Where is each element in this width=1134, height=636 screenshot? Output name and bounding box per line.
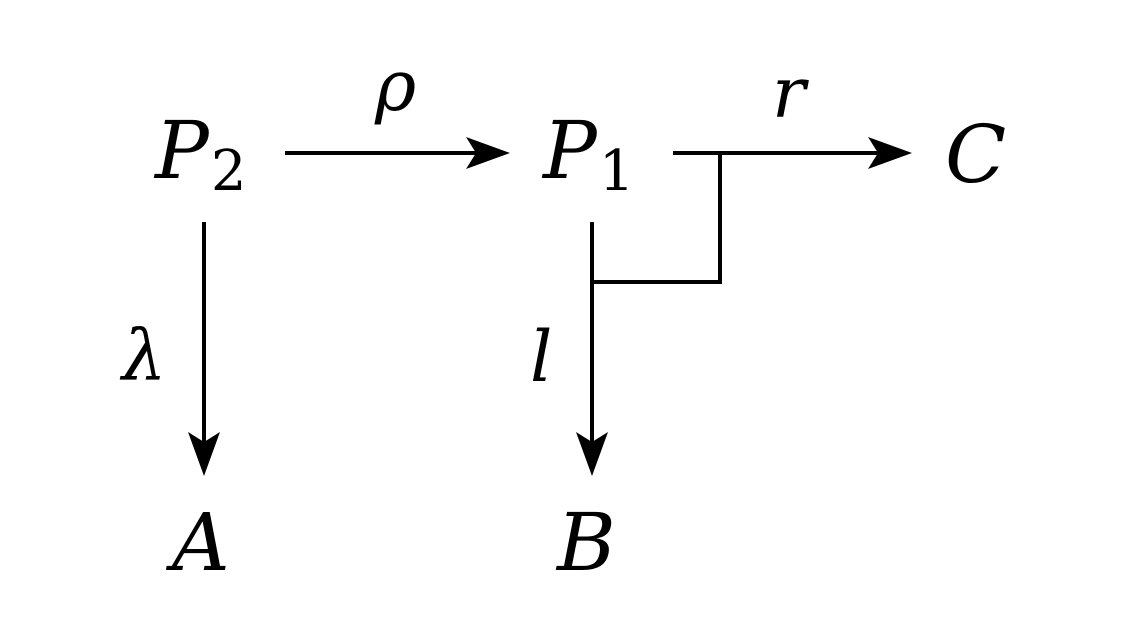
node-c: C	[945, 108, 1006, 201]
node-a: A	[165, 496, 230, 589]
pullback-corner-marker	[592, 153, 722, 284]
node-p1: P1	[541, 104, 634, 204]
edge-l-label: l	[530, 316, 552, 398]
edge-lambda-label: λ	[119, 315, 166, 397]
edge-lambda-arrowhead	[188, 432, 220, 476]
edge-rho-label: ρ	[374, 45, 416, 127]
edge-rho-arrowhead	[466, 137, 510, 169]
node-p1-subscript: 1	[599, 139, 635, 204]
edge-lambda: λ	[119, 222, 220, 476]
node-b: B	[555, 496, 616, 589]
node-p2: P2	[153, 104, 246, 204]
edge-r-arrowhead	[868, 137, 912, 169]
node-p2-subscript: 2	[211, 139, 247, 204]
edge-r-label: r	[772, 52, 809, 134]
edge-l-arrowhead	[576, 432, 608, 476]
node-p1-base: P	[541, 104, 598, 197]
edge-r: r	[673, 52, 912, 169]
node-p2-base: P	[153, 104, 210, 197]
edge-rho: ρ	[285, 45, 510, 169]
edge-l: l	[530, 222, 608, 476]
